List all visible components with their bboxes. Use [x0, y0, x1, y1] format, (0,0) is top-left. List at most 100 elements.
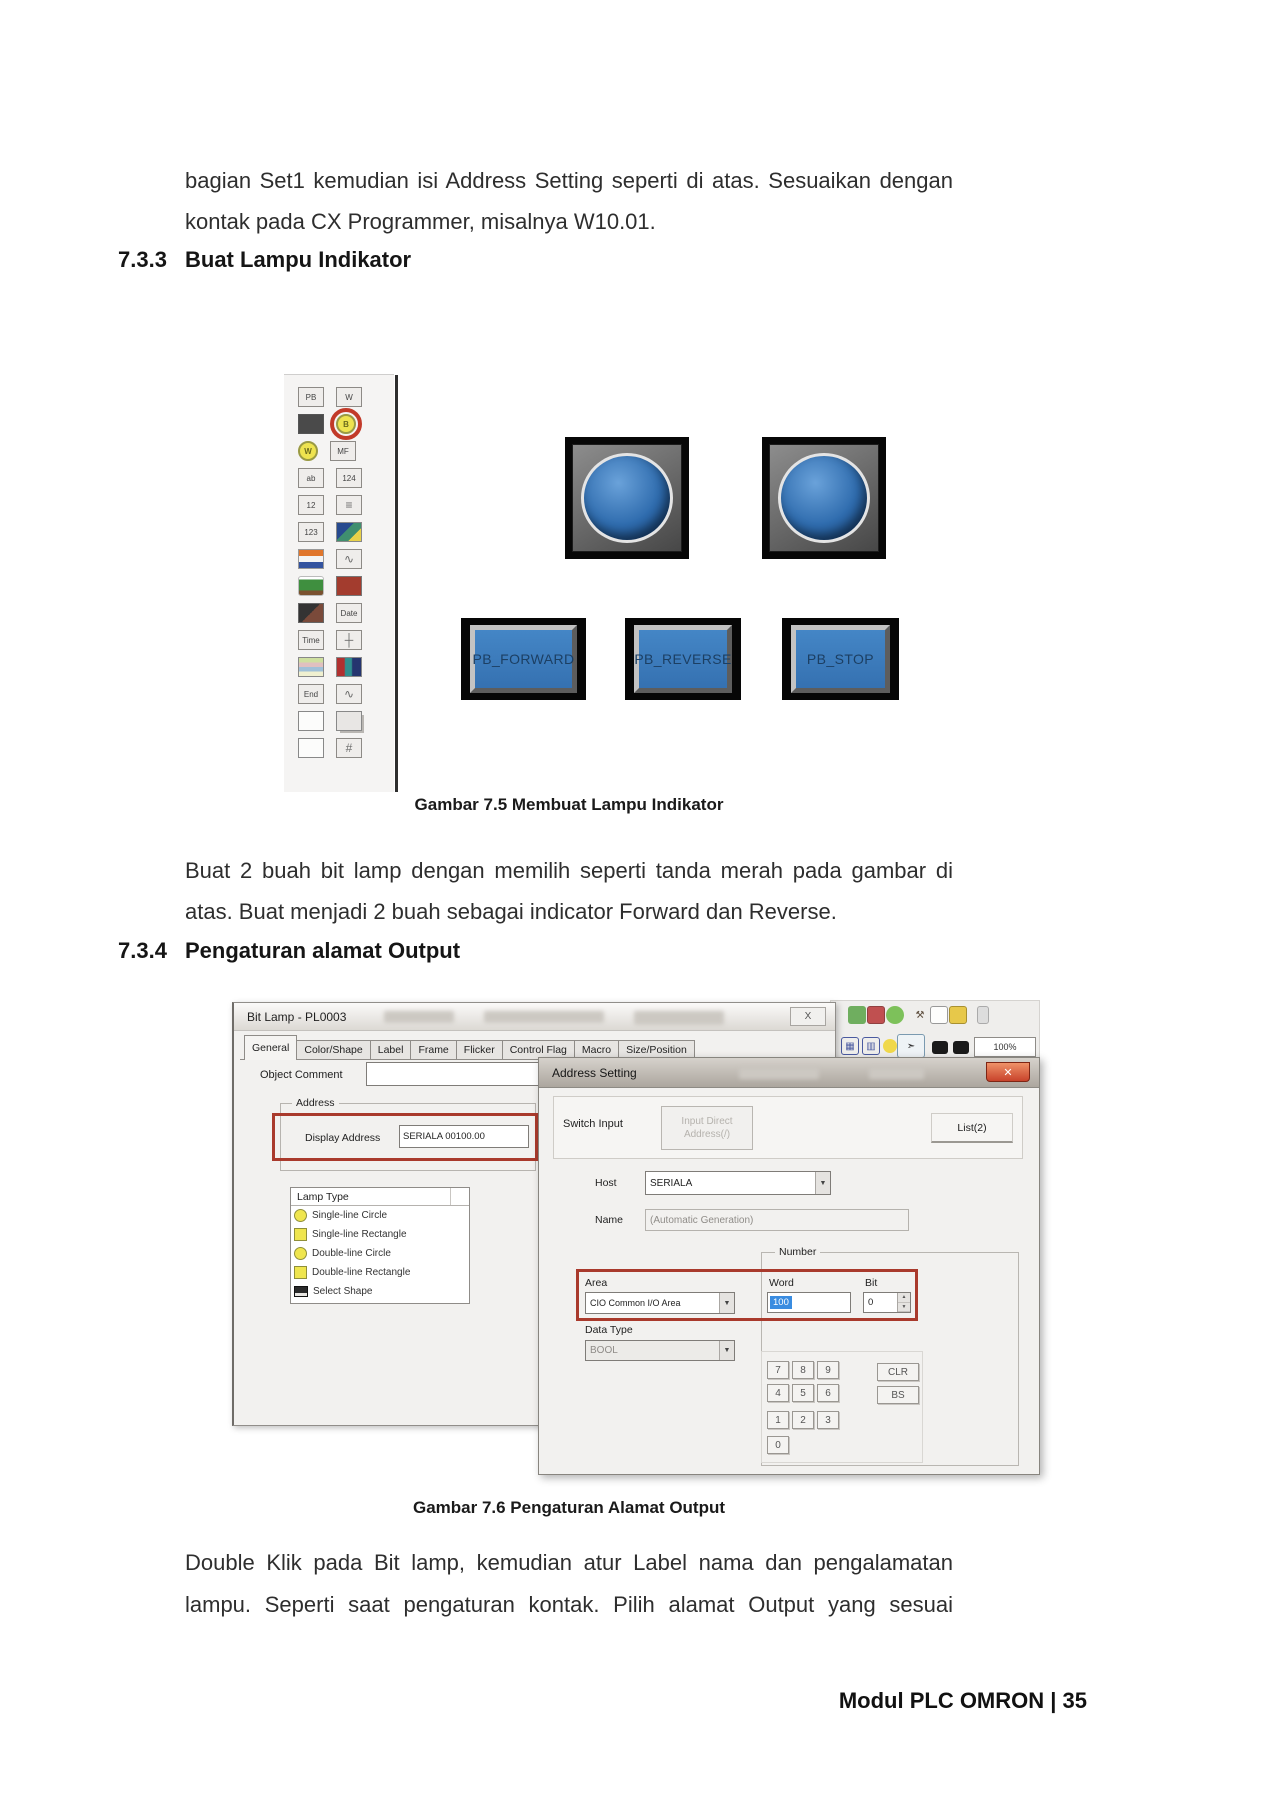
trend-graph-icon[interactable]: End	[298, 684, 324, 704]
key-4[interactable]: 4	[767, 1384, 789, 1402]
bit-lamp-object-1[interactable]	[565, 437, 689, 559]
yellow-ball-icon[interactable]	[883, 1039, 897, 1053]
grid-view-icon[interactable]: ▦	[841, 1037, 859, 1055]
date-icon[interactable]: Date	[336, 603, 362, 623]
simulator-icon[interactable]	[848, 1006, 866, 1024]
grid-snap-icon[interactable]: ▥	[862, 1037, 880, 1055]
bit-lamp-face	[769, 444, 879, 552]
word-label: Word	[769, 1277, 794, 1289]
chat-icon[interactable]	[867, 1006, 885, 1024]
pb-stop-button[interactable]: PB_STOP	[782, 618, 899, 700]
tree-icon[interactable]	[298, 576, 324, 596]
tab-control-flag[interactable]: Control Flag	[501, 1040, 575, 1060]
spin-down-icon[interactable]: ▼	[898, 1302, 910, 1312]
list-button[interactable]: List(2)	[931, 1113, 1013, 1143]
picture-icon[interactable]	[298, 603, 324, 623]
analog-graph-icon[interactable]: ∿	[336, 549, 362, 569]
word-field[interactable]: 100	[767, 1292, 851, 1313]
building-icon[interactable]	[336, 576, 362, 596]
tab-size-position[interactable]: Size/Position	[618, 1040, 695, 1060]
bit-spinner[interactable]: 0 ▲▼	[863, 1292, 911, 1313]
spin-up-icon[interactable]: ▲	[898, 1293, 910, 1303]
host-combo[interactable]: SERIALA ▼	[645, 1171, 831, 1195]
tools-icon[interactable]: ⚒	[915, 1009, 925, 1021]
bit-lamp-titlebar[interactable]: Bit Lamp - PL0003 X	[234, 1003, 835, 1031]
lamp-type-item[interactable]: Double-line Rectangle	[291, 1263, 469, 1282]
blurred-area	[484, 1011, 604, 1023]
chevron-down-icon[interactable]: ▼	[719, 1293, 734, 1313]
lamp-sphere	[778, 453, 870, 543]
pb-button-icon[interactable]: PB	[298, 387, 324, 407]
tab-color-shape[interactable]: Color/Shape	[296, 1040, 371, 1060]
word-lamp-icon[interactable]: W	[298, 441, 318, 461]
tab-flicker[interactable]: Flicker	[455, 1040, 503, 1060]
bar-graph-icon[interactable]	[336, 657, 362, 677]
list-selection-icon[interactable]: ≡	[336, 495, 362, 515]
green-ball-icon[interactable]	[886, 1006, 904, 1024]
pb-reverse-label: PB_REVERSE	[634, 625, 732, 693]
bitmap-icon[interactable]	[336, 522, 362, 542]
bit-lamp-icon[interactable]: B	[330, 408, 362, 440]
display-address-input[interactable]: SERIALA 00100.00	[399, 1125, 529, 1148]
data-table-icon[interactable]	[298, 657, 324, 677]
key-0[interactable]: 0	[767, 1436, 789, 1454]
lamp-type-list[interactable]: Lamp Type Single-line Circle Single-line…	[290, 1187, 470, 1304]
input-direct-address-button[interactable]: Input Direct Address(/)	[661, 1106, 753, 1150]
chevron-down-icon: ▼	[719, 1341, 734, 1360]
tab-general[interactable]: General	[244, 1035, 298, 1060]
tab-frame[interactable]: Frame	[410, 1040, 457, 1060]
line-graph-icon[interactable]: ∿	[336, 684, 362, 704]
clr-key[interactable]: CLR	[877, 1363, 919, 1381]
folder-icon[interactable]	[949, 1006, 967, 1024]
key-9[interactable]: 9	[817, 1361, 839, 1379]
close-icon[interactable]: X	[790, 1007, 826, 1026]
multifunction-icon[interactable]: MF	[330, 441, 356, 461]
paragraph-1-line-1: bagian Set1 kemudian isi Address Setting…	[185, 168, 953, 193]
lamp-type-item[interactable]: Double-line Circle	[291, 1244, 469, 1263]
key-7[interactable]: 7	[767, 1361, 789, 1379]
word-button-icon[interactable]: W	[336, 387, 362, 407]
lamp-type-item[interactable]: Single-line Rectangle	[291, 1225, 469, 1244]
key-2[interactable]: 2	[792, 1411, 814, 1429]
key-1[interactable]: 1	[767, 1411, 789, 1429]
paragraph-1: bagian Set1 kemudian isi Address Setting…	[185, 160, 953, 242]
black-swatch-icon-1[interactable]	[932, 1041, 948, 1054]
area-combo[interactable]: CIO Common I/O Area ▼	[585, 1292, 735, 1314]
flag-icon[interactable]	[298, 549, 324, 569]
zoom-level-combo[interactable]: 100%	[974, 1037, 1036, 1057]
document-icon[interactable]	[930, 1006, 948, 1024]
switch-input-label: Switch Input	[563, 1118, 623, 1130]
bit-lamp-object-2[interactable]	[762, 437, 886, 559]
toolbar-row: 12 ≡	[298, 495, 394, 515]
grid-icon[interactable]: #	[336, 738, 362, 758]
lamp-type-item[interactable]: Single-line Circle	[291, 1206, 469, 1225]
document-icon[interactable]	[298, 711, 324, 731]
chevron-down-icon[interactable]: ▼	[815, 1172, 830, 1194]
pointer-tool-icon[interactable]: ➣	[897, 1034, 925, 1058]
lamp-type-item[interactable]: Select Shape	[291, 1282, 469, 1301]
close-icon[interactable]: ✕	[986, 1062, 1030, 1082]
key-5[interactable]: 5	[792, 1384, 814, 1402]
pages-icon[interactable]	[298, 738, 324, 758]
axis-icon[interactable]: ┼	[336, 630, 362, 650]
tab-label[interactable]: Label	[369, 1040, 412, 1060]
key-3[interactable]: 3	[817, 1411, 839, 1429]
numeral-display-icon[interactable]: 124	[336, 468, 362, 488]
data-type-combo[interactable]: BOOL ▼	[585, 1340, 735, 1361]
copy-object-icon[interactable]	[336, 711, 362, 731]
bs-key[interactable]: BS	[877, 1386, 919, 1404]
time-icon[interactable]: Time	[298, 630, 324, 650]
spinner-buttons[interactable]: ▲▼	[897, 1293, 910, 1312]
address-setting-titlebar[interactable]: Address Setting ✕	[539, 1058, 1039, 1088]
black-swatch-icon-2[interactable]	[953, 1041, 969, 1054]
thumbwheel-icon[interactable]: 123	[298, 522, 324, 542]
pb-reverse-button[interactable]: PB_REVERSE	[625, 618, 741, 700]
text-object-icon[interactable]: ab	[298, 468, 324, 488]
pb-forward-button[interactable]: PB_FORWARD	[461, 618, 586, 700]
string-display-icon[interactable]: 12	[298, 495, 324, 515]
key-8[interactable]: 8	[792, 1361, 814, 1379]
command-button-icon[interactable]	[298, 414, 324, 434]
name-field[interactable]: (Automatic Generation)	[645, 1209, 909, 1231]
key-6[interactable]: 6	[817, 1384, 839, 1402]
toolbar-row: W MF	[298, 441, 394, 461]
